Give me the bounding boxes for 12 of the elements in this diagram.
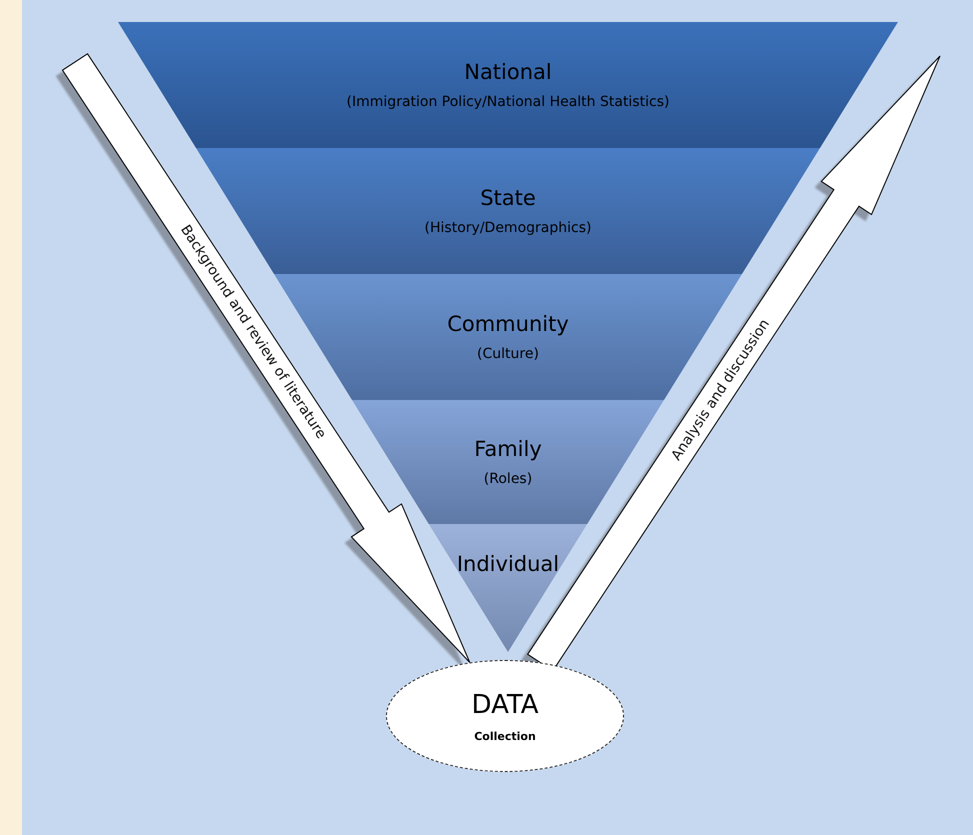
level-subtitle: (History/Demographics) [424,220,592,236]
level-title: Community [447,312,569,336]
ellipse-title: DATA [472,690,538,720]
level-title: Individual [456,552,560,576]
level-title: National [464,60,552,84]
level-title: Family [474,437,542,461]
level-title: State [480,186,536,210]
ellipse-subtitle: Collection [474,730,536,742]
level-subtitle: (Immigration Policy/National Health Statistics) [346,94,670,110]
block-arrow [62,53,470,663]
level-subtitle: (Roles) [484,471,532,487]
level-subtitle: (Culture) [477,346,539,362]
